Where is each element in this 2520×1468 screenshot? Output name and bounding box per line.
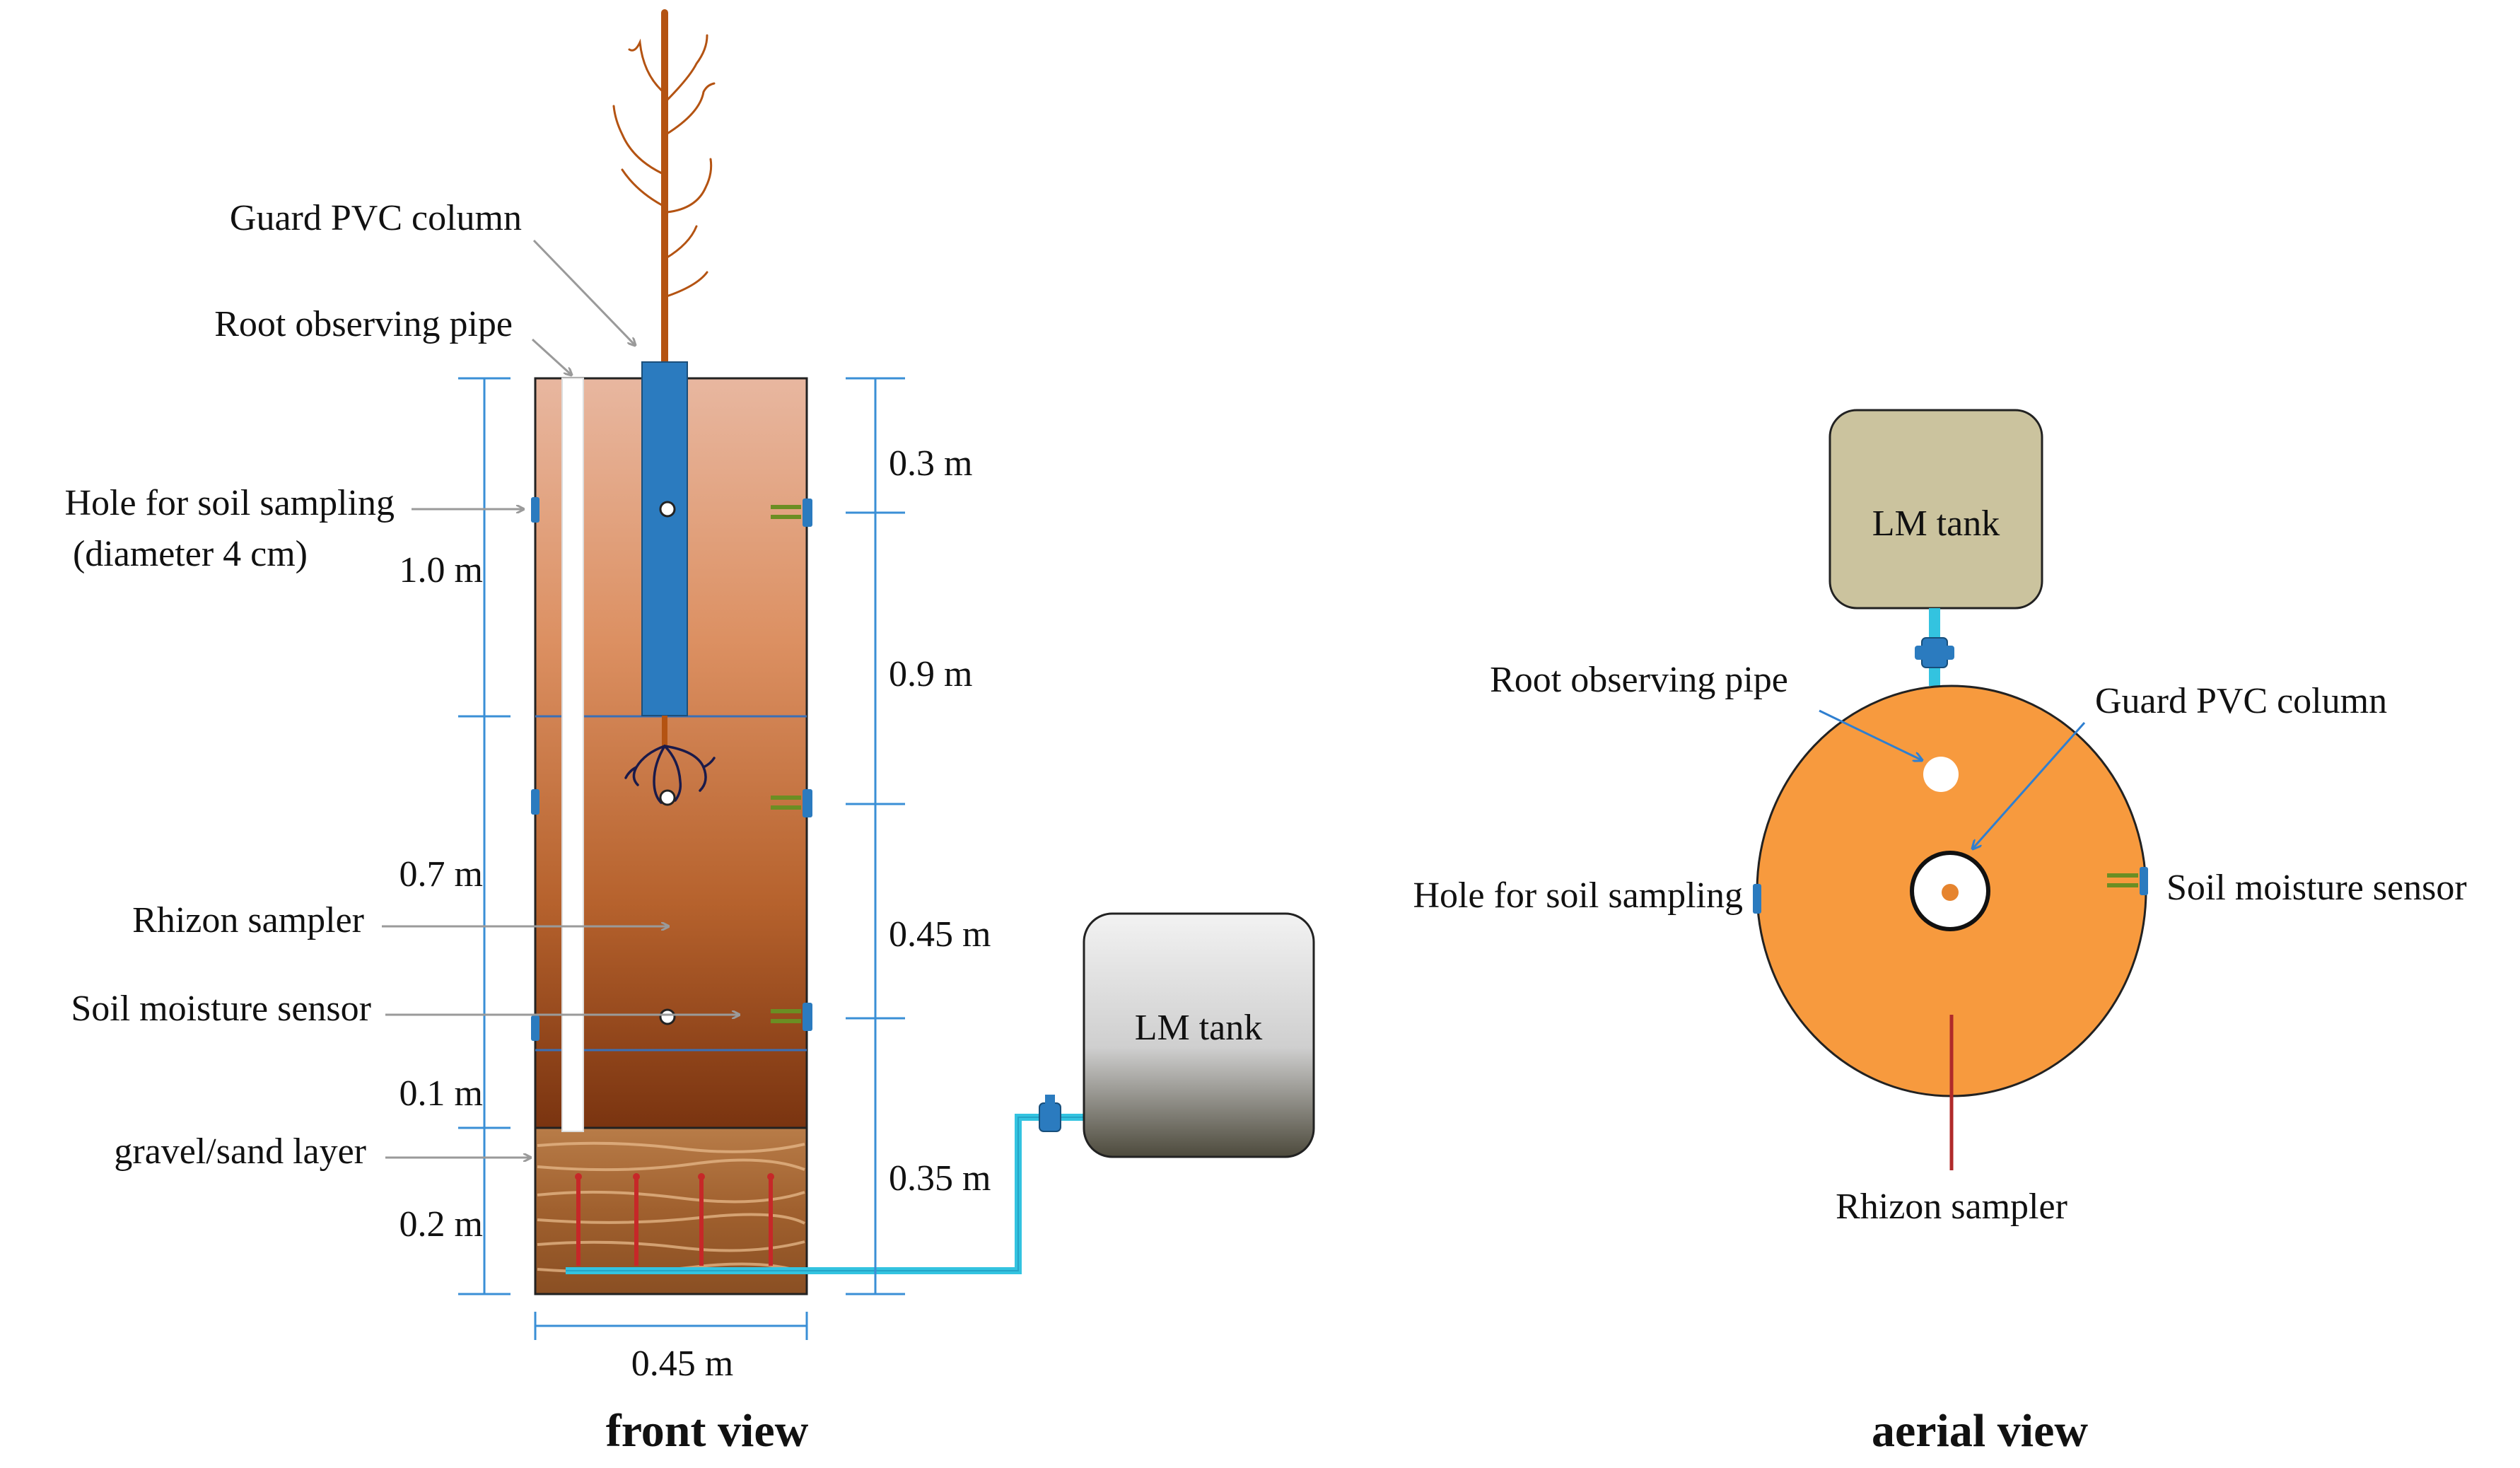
label-guard-pvc: Guard PVC column — [230, 198, 522, 238]
root-icon — [624, 745, 716, 804]
sampling-hole-1 — [531, 497, 539, 523]
aerial-label-rhizon: Rhizon sampler — [1836, 1187, 2067, 1227]
guard-pvc-column — [641, 361, 688, 716]
label-hole-diameter: (diameter 4 cm) — [73, 534, 308, 574]
rhizon-sampler-rods — [576, 1177, 773, 1266]
moisture-sensor-2 — [771, 789, 812, 817]
front-view-caption: front view — [606, 1405, 809, 1457]
label-root-pipe: Root observing pipe — [214, 304, 513, 344]
label-hole: Hole for soil sampling — [64, 483, 395, 523]
sampling-hole-3 — [531, 1015, 539, 1041]
label-moisture: Soil moisture sensor — [71, 989, 371, 1029]
width-dim: 0.45 m — [631, 1344, 733, 1384]
lm-tank-front — [1083, 912, 1315, 1158]
aerial-root-pipe — [1923, 757, 1959, 792]
plant-icon — [612, 9, 716, 368]
moisture-sensor-1 — [771, 499, 812, 527]
width-dimension-line — [534, 1312, 808, 1340]
label-gravel: gravel/sand layer — [114, 1131, 366, 1172]
aerial-label-hole: Hole for soil sampling — [1413, 875, 1743, 916]
right-dimension-line — [846, 377, 905, 1295]
aerial-plant-stem — [1942, 884, 1959, 901]
rhizon-point-3 — [659, 1008, 676, 1025]
left-dim-1: 1.0 m — [399, 550, 483, 590]
aerial-view: LM tank Root observing pipe Guard PVC co… — [1413, 409, 2467, 1457]
left-dim-3: 0.1 m — [399, 1073, 483, 1114]
rhizon-point-2 — [659, 789, 676, 806]
left-dim-2: 0.7 m — [399, 854, 483, 895]
rhizon-sampler-tips — [575, 1173, 774, 1180]
root-observing-pipe — [561, 378, 584, 1132]
right-dim-1: 0.3 m — [889, 443, 972, 484]
left-dim-4: 0.2 m — [399, 1204, 483, 1245]
aerial-moisture-sensor — [2107, 867, 2148, 895]
right-dim-4: 0.35 m — [889, 1158, 991, 1199]
aerial-label-guard-pvc: Guard PVC column — [2095, 681, 2387, 721]
aerial-label-root-pipe: Root observing pipe — [1490, 660, 1788, 700]
moisture-sensor-3 — [771, 1003, 812, 1031]
aerial-sampling-hole — [1753, 884, 1761, 914]
front-view: LM tank 1.0 m 0.7 m 0.1 m 0.2 m 0.3 m 0.… — [64, 9, 1315, 1457]
aerial-valve-icon — [1915, 637, 1954, 668]
aerial-view-caption: aerial view — [1872, 1405, 2088, 1457]
lm-tank-aerial-label: LM tank — [1872, 503, 2000, 544]
right-dim-2: 0.9 m — [889, 654, 972, 694]
rhizon-point-1 — [659, 501, 676, 518]
left-dimension-line — [458, 377, 511, 1295]
aerial-label-moisture: Soil moisture sensor — [2166, 868, 2467, 908]
lm-tank-front-label: LM tank — [1135, 1008, 1263, 1048]
sampling-hole-2 — [531, 789, 539, 815]
pipe-valve-icon — [1039, 1095, 1061, 1132]
right-dim-3: 0.45 m — [889, 914, 991, 955]
label-rhizon: Rhizon sampler — [132, 900, 364, 940]
